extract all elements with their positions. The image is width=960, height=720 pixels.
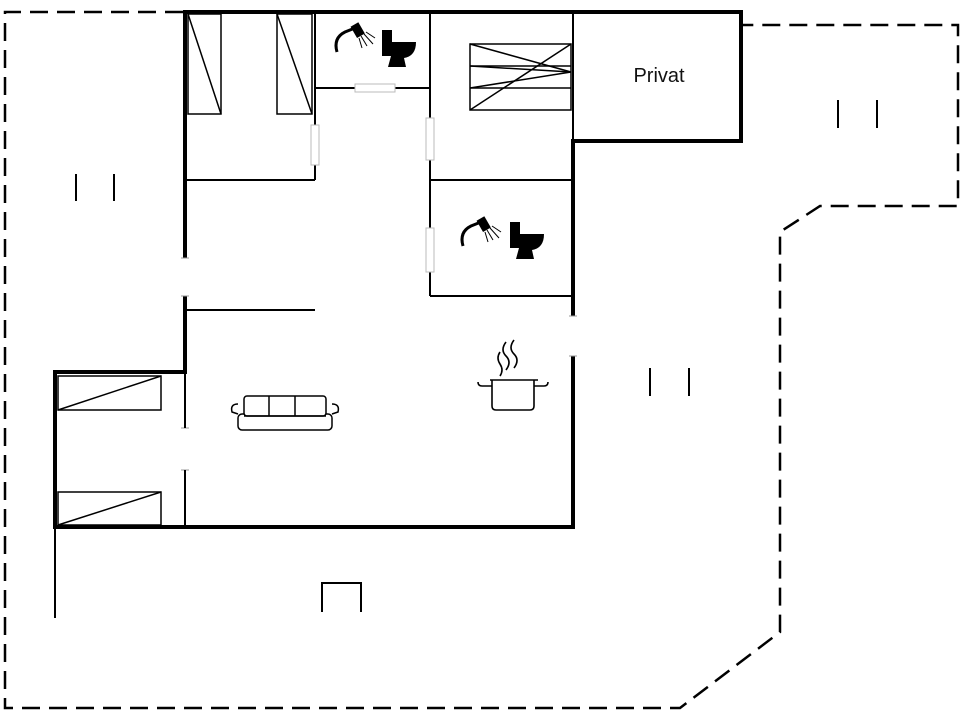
double-bed: [469, 43, 572, 111]
door-frames: [181, 257, 577, 471]
bed-left-upper: [187, 13, 222, 115]
toilet-icon: [510, 222, 544, 259]
terrace-outline: [3, 10, 960, 710]
outdoor-object: [321, 582, 362, 612]
door-openings: [181, 258, 577, 470]
shower-icon: [460, 216, 502, 247]
private-room-label: Privat: [633, 65, 685, 87]
shower-icon: [334, 22, 376, 53]
toilet-icon: [382, 30, 416, 67]
interior-walls: [184, 12, 574, 527]
terrace-marks: [75, 100, 878, 396]
bed-lower-top: [57, 375, 162, 411]
cooking-pot-icon: [477, 339, 549, 411]
interior-door-jambs: [310, 83, 435, 273]
sofa-icon: [230, 395, 340, 431]
bed-lower-bottom: [57, 491, 162, 526]
exterior-walls: [53, 10, 743, 529]
bed-right-upper: [276, 13, 313, 115]
